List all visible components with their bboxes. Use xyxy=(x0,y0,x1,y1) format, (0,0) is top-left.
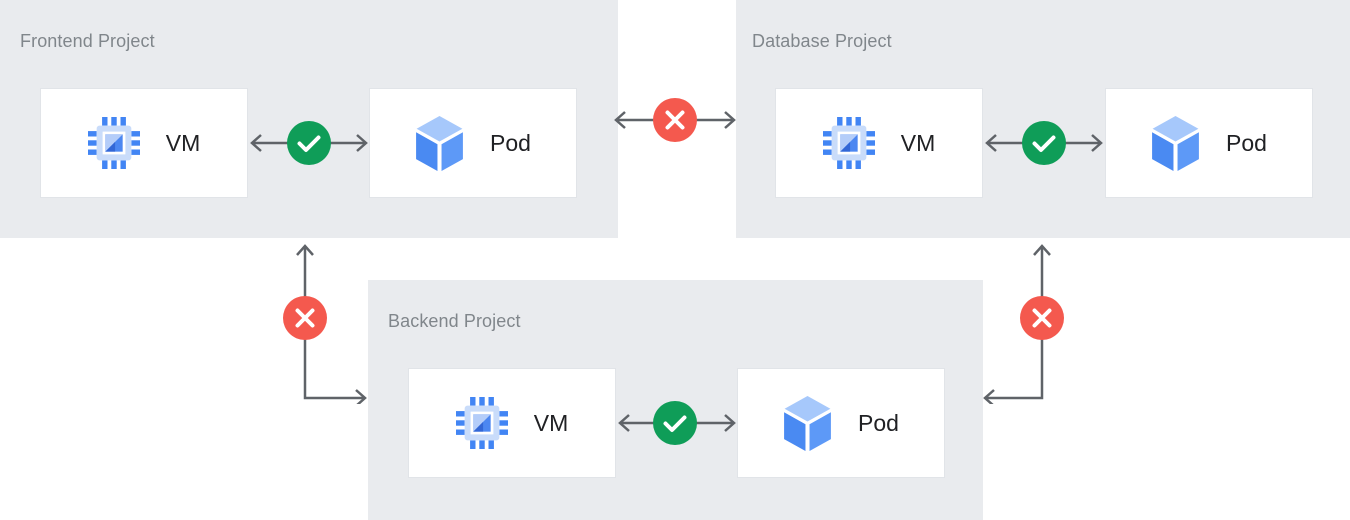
vm-node: VM xyxy=(40,88,248,198)
project-title: Database Project xyxy=(752,31,892,51)
project-panel-backend: Backend Project VM Pod xyxy=(368,280,983,520)
compute-engine-vm-icon xyxy=(87,117,140,169)
pod-cube-icon xyxy=(415,115,464,172)
node-label: VM xyxy=(900,129,936,156)
project-panel-frontend: Frontend Project VM Pod xyxy=(0,0,618,238)
allowed-check-icon xyxy=(287,121,331,165)
vm-node: VM xyxy=(775,88,983,198)
compute-engine-vm-icon xyxy=(822,117,875,169)
pod-node: Pod xyxy=(1105,88,1313,198)
blocked-x-icon xyxy=(653,98,697,142)
vm-node: VM xyxy=(408,368,616,478)
node-label: Pod xyxy=(490,129,531,156)
project-title: Backend Project xyxy=(388,311,521,331)
allowed-check-icon xyxy=(1022,121,1066,165)
blocked-x-icon xyxy=(1020,296,1064,340)
compute-engine-vm-icon xyxy=(455,397,508,449)
project-panel-database: Database Project VM Pod xyxy=(736,0,1350,238)
pod-node: Pod xyxy=(369,88,577,198)
blocked-x-icon xyxy=(283,296,327,340)
node-label: Pod xyxy=(1226,129,1267,156)
node-label: VM xyxy=(165,129,201,156)
pod-cube-icon xyxy=(783,395,832,452)
node-label: VM xyxy=(533,409,569,436)
pod-node: Pod xyxy=(737,368,945,478)
allowed-check-icon xyxy=(653,401,697,445)
project-title: Frontend Project xyxy=(20,31,155,51)
node-label: Pod xyxy=(858,409,899,436)
pod-cube-icon xyxy=(1151,115,1200,172)
